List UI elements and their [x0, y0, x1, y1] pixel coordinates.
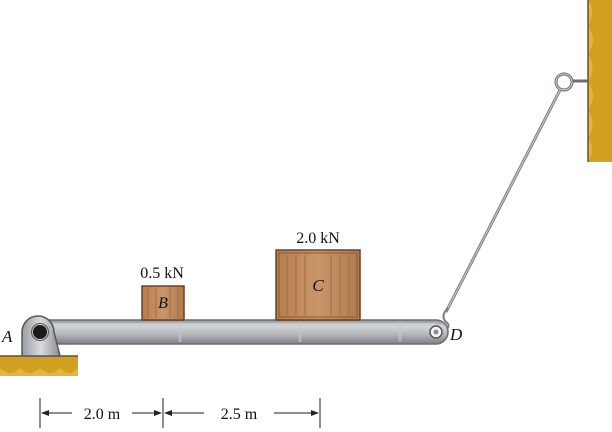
block-c-weight: 2.0 kN [296, 230, 340, 247]
dimension-a-to-b: 2.0 m [84, 406, 121, 423]
dimension-lines [39, 398, 321, 428]
block-c [275, 249, 361, 321]
block-b [141, 285, 185, 321]
dimension-b-to-c: 2.5 m [221, 406, 258, 423]
block-b-name: B [158, 295, 168, 312]
label-a: A [1, 327, 13, 346]
block-c-name: C [312, 276, 324, 295]
beam [29, 319, 449, 345]
pin-d [429, 325, 443, 339]
label-d: D [449, 325, 463, 344]
wall-eye-ring [554, 72, 588, 92]
block-b-weight: 0.5 kN [140, 265, 184, 282]
cable [442, 89, 562, 333]
ground-support-a [0, 355, 78, 376]
pin-support-a [21, 315, 61, 357]
wall [587, 0, 612, 162]
